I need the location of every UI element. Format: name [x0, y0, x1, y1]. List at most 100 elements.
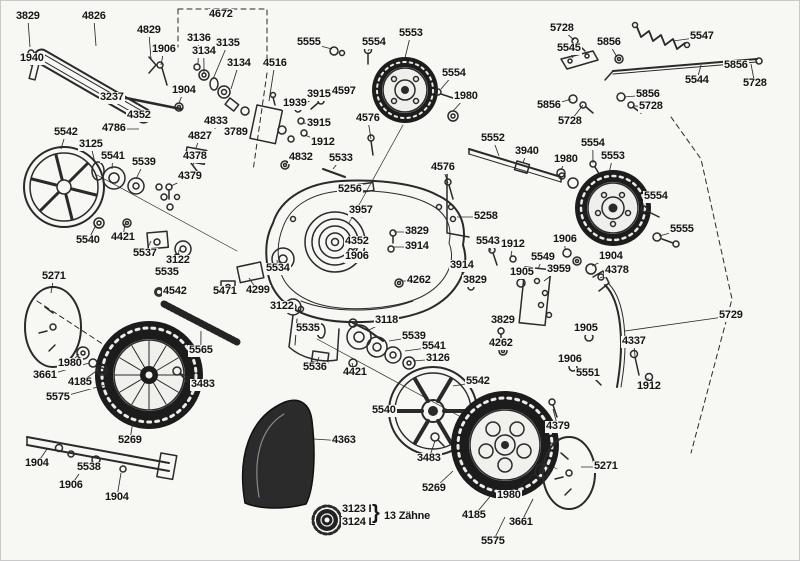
part-label: 5542	[53, 126, 79, 139]
part-label: 4378	[604, 264, 630, 277]
part-label: 4421	[110, 231, 136, 244]
part-label: 5549	[530, 251, 556, 264]
part-label: 5856	[723, 59, 749, 72]
part-label: 3914	[449, 259, 475, 272]
part-label: 3134	[191, 45, 217, 58]
part-label: 3136	[186, 32, 212, 45]
part-label: 5542	[465, 375, 491, 388]
part-label: 5856	[536, 99, 562, 112]
part-label: 5729	[718, 309, 744, 322]
part-label: 1905	[509, 266, 535, 279]
part-label: 5536	[302, 361, 328, 374]
part-label: 1906	[151, 43, 177, 56]
part-label: 1980	[496, 489, 522, 502]
wheel-rear-bottom	[451, 391, 559, 499]
part-label: 3829	[404, 225, 430, 238]
part-label: 4262	[406, 274, 432, 287]
part-label: 3125	[78, 138, 104, 151]
part-label: 4542	[162, 285, 188, 298]
part-label: 3915	[306, 117, 332, 130]
part-label: 5541	[421, 340, 447, 353]
part-label: 5269	[117, 434, 143, 447]
drive-disc-left	[24, 286, 108, 376]
part-label: 4337	[621, 335, 647, 348]
part-label: 5269	[421, 482, 447, 495]
part-label: 3126	[425, 352, 451, 365]
part-label: 5575	[45, 391, 71, 404]
part-label: 5544	[684, 74, 710, 87]
part-label: 3914	[404, 240, 430, 253]
part-label: 3123 R	[341, 503, 378, 516]
part-label: 4352	[344, 235, 370, 248]
part-label: 1980	[453, 90, 479, 103]
part-label: 4826	[81, 10, 107, 23]
part-label: 5552	[480, 132, 506, 145]
part-label: }	[371, 502, 381, 524]
part-label: 5555	[669, 223, 695, 236]
part-label: 5545	[556, 42, 582, 55]
part-label: 5535	[154, 266, 180, 279]
part-label: 5537	[132, 247, 158, 260]
lower-handle-bar	[468, 148, 602, 183]
part-label: 1904	[598, 250, 624, 263]
part-label: 5728	[557, 115, 583, 128]
part-label: 1904	[171, 84, 197, 97]
part-label: 5535	[295, 322, 321, 335]
part-label: 3940	[514, 145, 540, 158]
part-label: 3124 L	[341, 516, 377, 529]
part-label: 1904	[104, 491, 130, 504]
wheel-front	[372, 57, 459, 123]
part-label: 1980	[553, 153, 579, 166]
part-label: 5551	[575, 367, 601, 380]
part-label: 5856	[635, 88, 661, 101]
part-label: 4786	[101, 122, 127, 135]
part-label: 4352	[126, 109, 152, 122]
part-label: 1912	[500, 238, 526, 251]
part-label: 13 Zähne	[383, 510, 432, 523]
discharge-deflector	[241, 399, 315, 509]
part-label: 5554	[361, 36, 387, 49]
part-label: 5565	[188, 344, 214, 357]
part-label: 1939	[282, 97, 308, 110]
part-label: 5258	[473, 210, 499, 223]
part-label: 4597	[331, 85, 357, 98]
wheel-rear-right	[558, 170, 680, 281]
part-label: 5271	[593, 460, 619, 473]
part-label: 3135	[215, 37, 241, 50]
part-label: 3661	[32, 369, 58, 382]
part-label: 5856	[596, 36, 622, 49]
part-label: 5554	[441, 67, 467, 80]
part-label: 5728	[638, 100, 664, 113]
threaded-rod	[160, 300, 445, 447]
part-label: 4379	[177, 170, 203, 183]
part-label: 1906	[58, 479, 84, 492]
part-label: 5540	[371, 404, 397, 417]
part-label: 1980	[57, 357, 83, 370]
part-label: 5540	[75, 234, 101, 247]
part-label: 5541	[100, 150, 126, 163]
part-label: 3957	[348, 204, 374, 217]
part-label: 5575	[480, 535, 506, 548]
part-label: 4827	[187, 130, 213, 143]
part-label: 4576	[430, 161, 456, 174]
part-label: 5554	[643, 190, 669, 203]
part-label: 4363	[331, 434, 357, 447]
part-label: 5539	[401, 330, 427, 343]
part-label: 5547	[689, 30, 715, 43]
part-label: 1940	[19, 52, 45, 65]
part-label: 5553	[398, 27, 424, 40]
part-label: 5728	[742, 77, 768, 90]
part-label: 4832	[288, 151, 314, 164]
part-label: 4833	[203, 115, 229, 128]
part-label: 1906	[344, 250, 370, 263]
part-label: 4516	[262, 57, 288, 70]
mower-deck	[265, 160, 594, 362]
part-label: 1912	[310, 136, 336, 149]
part-label: 5539	[131, 156, 157, 169]
front-axle	[26, 436, 178, 481]
part-label: 4829	[136, 24, 162, 37]
part-label: 3661	[508, 516, 534, 529]
